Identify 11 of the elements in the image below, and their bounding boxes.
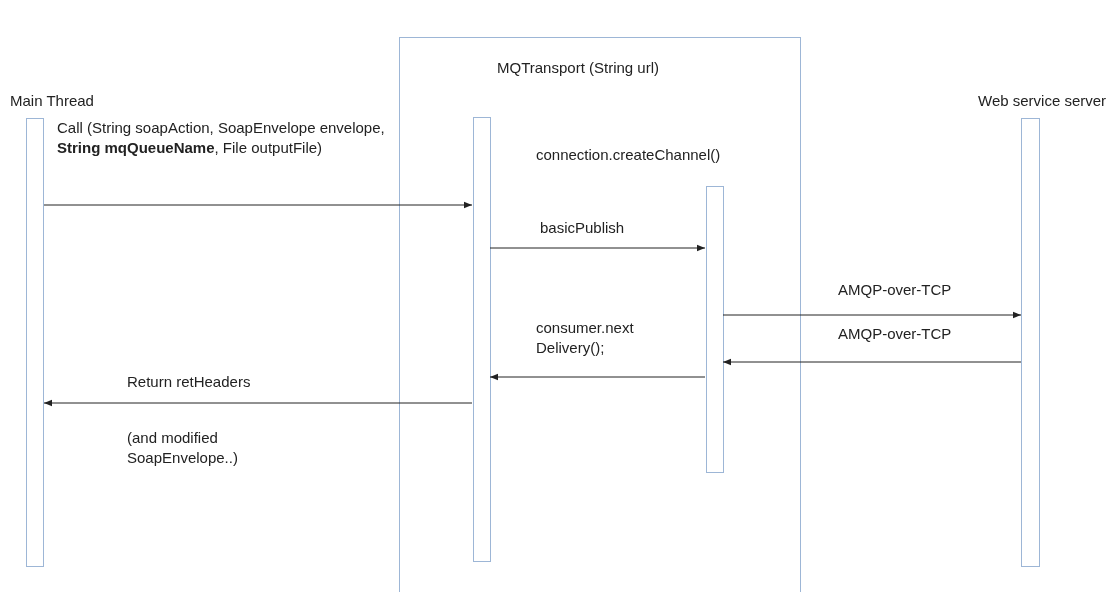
arrow (489, 244, 706, 252)
arrow (43, 399, 473, 407)
lifeline-label: MQTransport (String url) (497, 59, 659, 76)
lifeline-label: Web service server (978, 92, 1107, 109)
frame-box (399, 37, 801, 592)
arrow (43, 201, 473, 209)
arrow (722, 311, 1022, 319)
arrow (489, 373, 706, 381)
arrow (722, 358, 1022, 366)
lifeline-label: connection.createChannel() (536, 146, 721, 163)
lifeline-label: Main Thread (10, 92, 94, 109)
